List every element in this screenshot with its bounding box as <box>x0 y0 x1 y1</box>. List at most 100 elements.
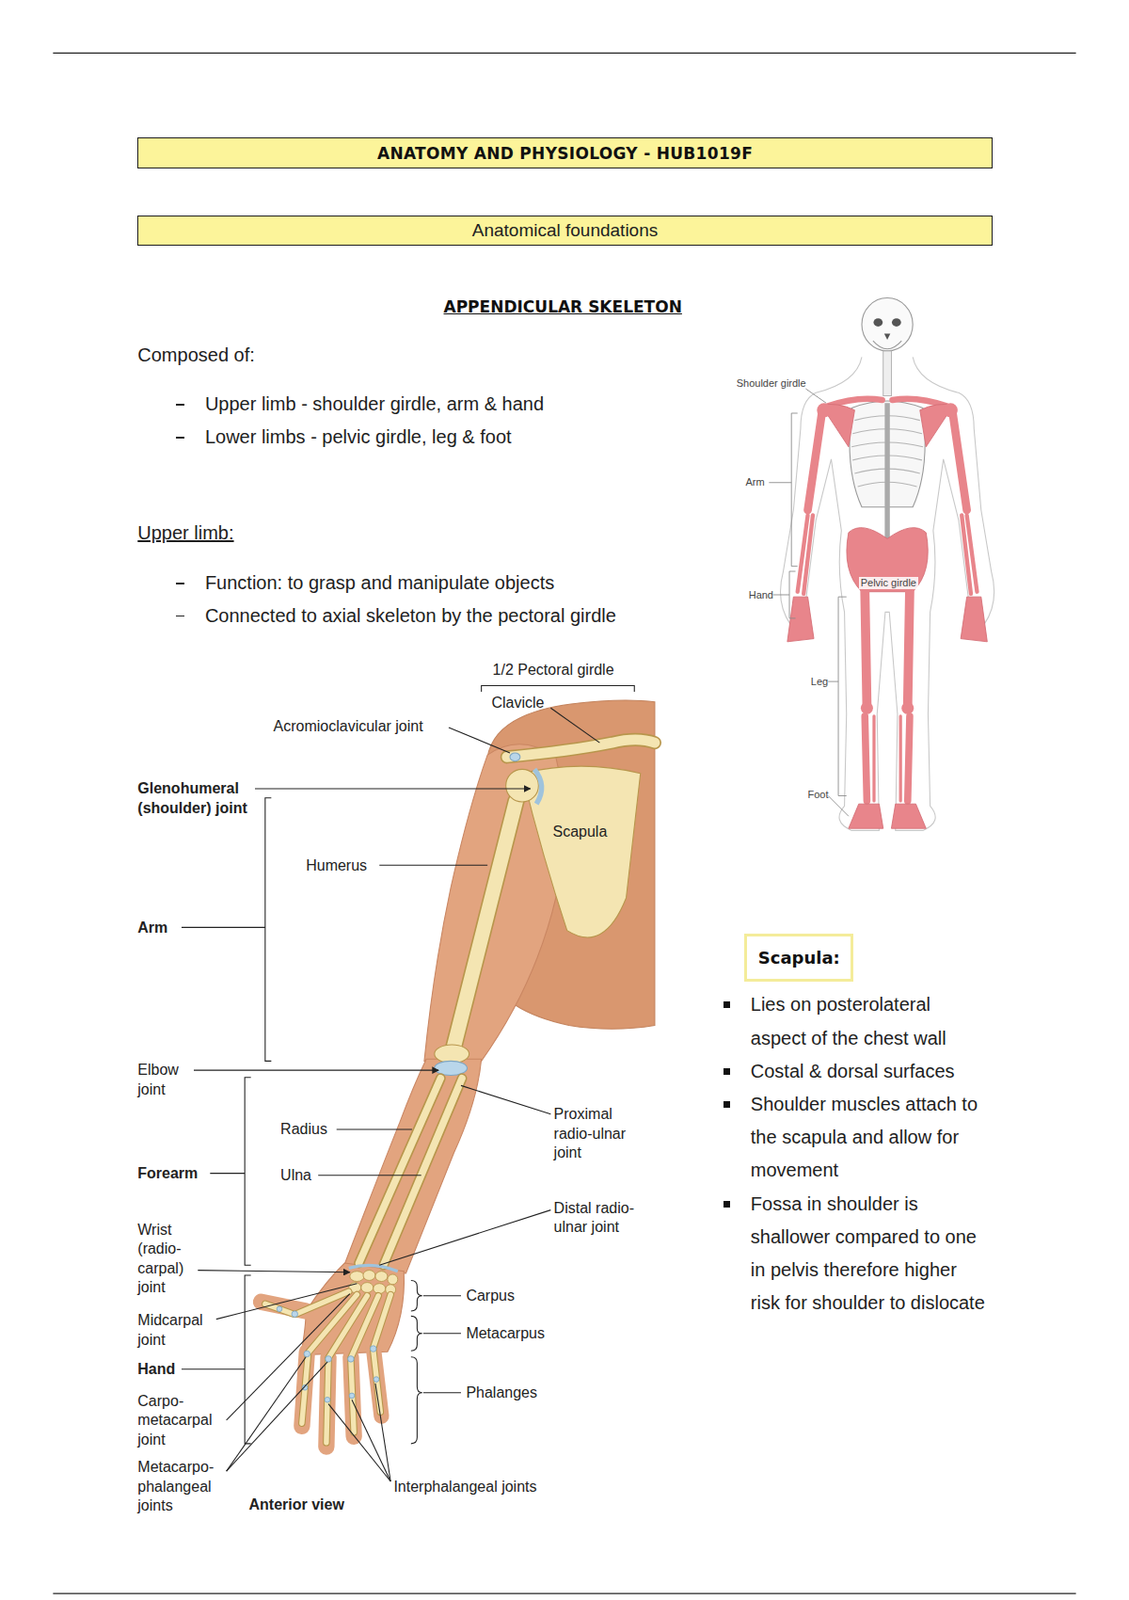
foot-bones <box>848 803 884 828</box>
humeral-head <box>943 402 958 417</box>
part-label: Wrist (radio-carpal) joint <box>137 1220 191 1298</box>
hand-bones <box>960 596 987 642</box>
subheading: Upper limb: <box>137 521 234 544</box>
finger-joints <box>276 1305 380 1402</box>
forearm-skin <box>342 1058 481 1273</box>
pointer-arrow <box>254 787 531 789</box>
part-label: Foot <box>808 788 829 801</box>
skull <box>861 298 913 351</box>
metacarpal-bone <box>328 1295 367 1358</box>
clavicle-bone <box>507 739 655 757</box>
brace <box>411 1315 462 1351</box>
joint-dot <box>303 1350 311 1357</box>
part-label: Clavicle <box>492 693 545 714</box>
eye-socket <box>891 318 902 327</box>
part-label: Acromioclavicular joint <box>273 716 424 737</box>
part-label: Pelvic girdle <box>858 576 919 589</box>
region-label: Forearm <box>137 1163 198 1184</box>
leader-line <box>318 1174 421 1176</box>
joint-cartilage <box>509 752 521 762</box>
heading-box: Scapula: <box>744 933 854 982</box>
part-label: Scapula <box>553 822 608 843</box>
part-label: Phalanges <box>465 1383 538 1403</box>
tibia <box>864 715 867 801</box>
carpal-bone <box>363 1270 376 1281</box>
part-label: Metacarpus <box>465 1323 545 1344</box>
brace <box>411 1279 462 1311</box>
part-label: Hand <box>748 588 774 602</box>
hand-bone-outlines <box>265 1290 391 1442</box>
tibia <box>907 715 910 801</box>
part-label: Midcarpal joint <box>137 1310 209 1350</box>
leader-line <box>336 1128 413 1129</box>
part-label: Carpo-metacarpal joint <box>137 1391 220 1450</box>
leader-lines <box>181 684 635 1481</box>
part-label: Interphalangeal joints <box>393 1477 537 1497</box>
part-label: Leg <box>810 675 828 688</box>
bullet-text: Costal & dorsal surfaces <box>750 1054 991 1088</box>
metacarpal-outline <box>350 1295 379 1358</box>
fibula <box>872 715 875 801</box>
pointer-arrow <box>193 1069 439 1071</box>
phalanx-bone <box>373 1349 382 1412</box>
leader-line <box>805 388 827 403</box>
part-label: Radius <box>280 1119 328 1140</box>
part-label: Glenohumeral (shoulder) joint <box>137 779 252 818</box>
clavicle-outline <box>507 739 655 757</box>
joint-cartilage <box>434 1060 468 1075</box>
page-title: ANATOMY AND PHYSIOLOGY - HUB1019F <box>377 143 753 163</box>
humerus-bone <box>452 800 516 1051</box>
pelvis <box>846 527 928 592</box>
part-label: 1/2 Pectoral girdle <box>492 660 615 681</box>
finger-skin <box>373 1346 382 1416</box>
humeral-head <box>816 402 831 417</box>
humerus <box>952 412 967 510</box>
pointer-arrow <box>197 1270 350 1273</box>
leader-line <box>379 864 488 866</box>
joint-cartilage <box>349 1264 398 1271</box>
part-label: Distal radio-ulnar joint <box>554 1198 641 1238</box>
carpal-bone <box>361 1282 374 1293</box>
hand-bones <box>265 1290 391 1442</box>
leader-line <box>375 1383 391 1481</box>
cervical-spine <box>883 350 892 397</box>
title-band: ANATOMY AND PHYSIOLOGY - HUB1019F <box>137 137 992 169</box>
brace <box>411 1356 462 1444</box>
femur <box>864 589 867 704</box>
part-label: Humerus <box>305 856 367 876</box>
foot-bones <box>890 803 926 828</box>
part-label: Proximal radio-ulnar joint <box>554 1104 641 1163</box>
ulna-outline <box>383 1078 462 1265</box>
bullet-text: Fossa in shoulder is shallower compared … <box>750 1187 991 1320</box>
patella <box>860 701 874 715</box>
part-label: Carpus <box>465 1286 515 1306</box>
part-label: Shoulder girdle <box>736 377 807 390</box>
leader-line <box>461 1084 551 1114</box>
phalanx-outline <box>373 1349 382 1412</box>
fibula <box>899 715 903 801</box>
leader-line <box>379 1209 551 1266</box>
humerus <box>808 412 823 510</box>
jaw <box>873 340 902 350</box>
metacarpal-bone <box>373 1294 391 1348</box>
bracket <box>209 1077 251 1265</box>
bracket <box>773 571 796 619</box>
view-label: Anterior view <box>249 1494 345 1515</box>
humerus-outline <box>452 800 516 1051</box>
part-label: Ulna <box>280 1165 312 1186</box>
joint-cartilage <box>534 768 542 804</box>
scapula-bone <box>522 765 641 938</box>
note-text: Composed of: <box>137 343 255 366</box>
region-label: Arm <box>137 918 168 939</box>
list-item: Upper limb - shoulder girdle, arm & hand <box>205 392 544 415</box>
bracket <box>481 684 636 692</box>
page-rule <box>52 1592 1076 1594</box>
part-label: Arm <box>745 476 764 489</box>
region-label: Hand <box>137 1359 175 1380</box>
leader-line <box>827 795 849 817</box>
carpal-bone <box>373 1283 386 1294</box>
carpal-bone <box>375 1271 388 1282</box>
hand-bones <box>787 596 814 642</box>
ulna <box>961 514 971 593</box>
